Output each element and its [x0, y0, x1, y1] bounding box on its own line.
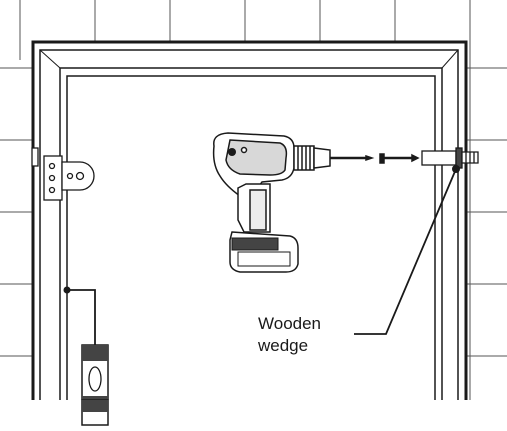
callout-line-1: Wooden	[258, 314, 322, 333]
spirit-level-icon	[0, 286, 507, 431]
callout-leader	[354, 165, 460, 335]
door-frame	[31, 40, 468, 400]
screw-icon	[379, 153, 420, 164]
drill-icon	[212, 132, 375, 273]
callout-line-2: wedge	[258, 336, 309, 355]
hinge-icon	[31, 147, 95, 201]
wall-plug-icon	[421, 147, 479, 169]
wooden-wedge-label: Wooden wedge	[258, 313, 321, 357]
